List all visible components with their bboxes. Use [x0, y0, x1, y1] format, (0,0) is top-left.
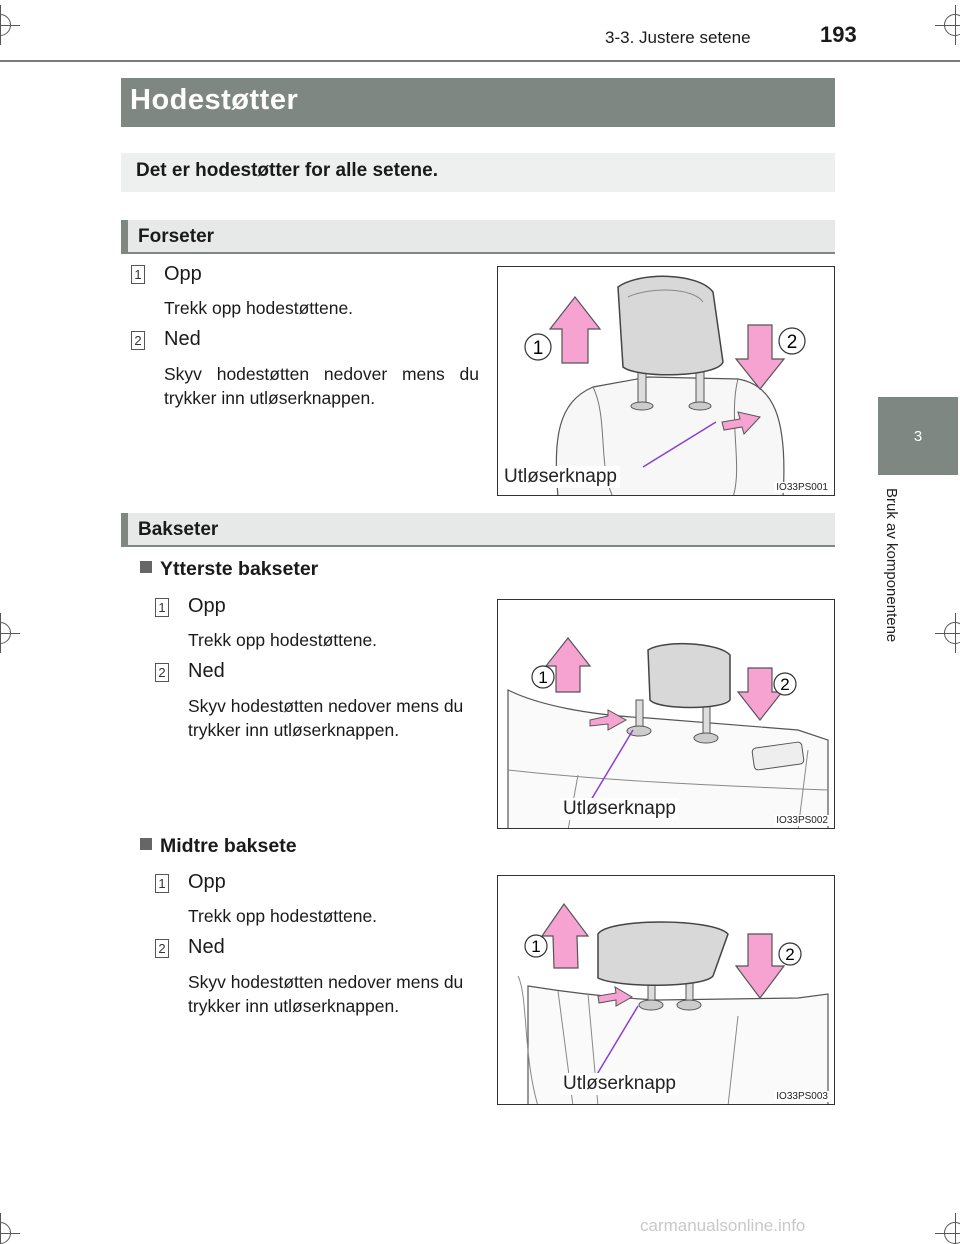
step-label: Ned [164, 328, 201, 350]
figure-code: IO33PS002 [774, 815, 830, 826]
subheading-outer-rear: Ytterste bakseter [140, 558, 318, 581]
figure-caption: Utløserknapp [560, 798, 679, 820]
watermark: carmanualsonline.info [640, 1216, 806, 1235]
step-number: 2 [155, 939, 169, 958]
intro-text: Det er hodestøtter for alle setene. [121, 153, 835, 192]
subheading-text: Ytterste bakseter [160, 558, 319, 580]
front-headrest-illustration: 1 2 [524, 275, 806, 495]
subheading-middle-rear: Midtre baksete [140, 835, 297, 858]
step-label: Ned [188, 660, 225, 682]
step-label: Opp [188, 871, 226, 893]
callout-2: 2 [780, 675, 789, 694]
callout-2: 2 [785, 945, 794, 964]
callout-1: 1 [531, 937, 540, 956]
step-description: Skyv hodestøtten nedover mens du trykker… [188, 972, 464, 1016]
crop-mark-bottom-left [0, 1213, 20, 1244]
figure-outer-rear-headrest: 1 2 Utløserknapp IO33PS002 [497, 599, 835, 829]
header-rule [0, 60, 960, 62]
crop-mark-mid-left [0, 613, 20, 653]
step-label: Opp [164, 263, 202, 285]
middle-rear-headrest-illustration: 1 2 [517, 902, 829, 1104]
chapter-tab: 3 [878, 397, 958, 475]
running-header-section: 3-3. Justere setene [605, 28, 751, 47]
crop-mark-top-right [935, 5, 960, 45]
step-number: 1 [155, 598, 169, 617]
figure-caption: Utløserknapp [501, 466, 620, 488]
step-label: Opp [188, 595, 226, 617]
step-number: 1 [155, 874, 169, 893]
figure-caption: Utløserknapp [560, 1073, 679, 1095]
square-bullet-icon [140, 838, 152, 850]
step-number: 2 [131, 331, 145, 350]
crop-mark-top-left [0, 5, 20, 45]
square-bullet-icon [140, 561, 152, 573]
callout-2: 2 [787, 332, 798, 353]
chapter-tab-title: Bruk av komponentene [883, 488, 900, 643]
section-heading-front: Forseter [121, 220, 835, 254]
crop-mark-bottom-right [935, 1213, 960, 1244]
step-description: Skyv hodestøtten nedover mens du trykker… [188, 696, 464, 740]
step-description: Trekk opp hodestøttene. [164, 298, 354, 318]
step-number: 2 [155, 663, 169, 682]
figure-code: IO33PS001 [774, 482, 830, 493]
step-number: 1 [131, 265, 145, 284]
step-description: Trekk opp hodestøttene. [188, 630, 378, 650]
figure-middle-rear-headrest: 1 2 Utløserknapp IO33PS003 [497, 875, 835, 1105]
figure-front-headrest: 1 2 Utløserknapp IO33PS001 [497, 266, 835, 496]
crop-mark-mid-right [935, 613, 960, 653]
page-number: 193 [820, 22, 857, 47]
callout-1: 1 [533, 338, 544, 359]
step-description: Skyv hodestøtten nedover mens du trykker… [164, 364, 479, 408]
callout-1: 1 [538, 668, 547, 687]
step-label: Ned [188, 936, 225, 958]
section-heading-rear: Bakseter [121, 513, 835, 547]
figure-code: IO33PS003 [774, 1091, 830, 1102]
page-title: Hodestøtter [121, 78, 835, 127]
subheading-text: Midtre baksete [160, 835, 297, 857]
outer-rear-headrest-illustration: 1 2 [507, 637, 829, 828]
step-description: Trekk opp hodestøttene. [188, 906, 378, 926]
